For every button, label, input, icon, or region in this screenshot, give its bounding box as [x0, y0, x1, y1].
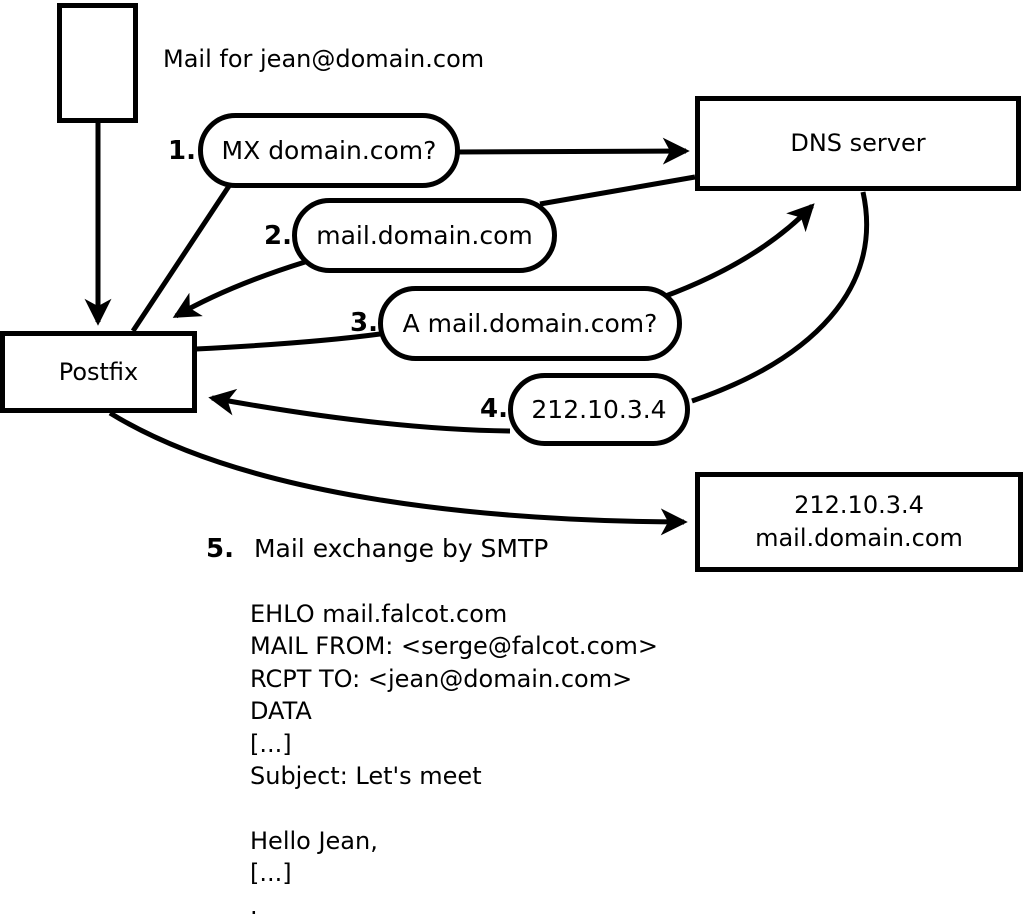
- step-4-number: 4.: [480, 394, 508, 424]
- step-1-query-label: MX domain.com?: [221, 136, 437, 165]
- smtp-line: [250, 792, 658, 824]
- step-2-number: 2.: [264, 221, 292, 251]
- diagram-title: Mail for jean@domain.com: [163, 45, 485, 73]
- line-dns-to-mx-answer: [539, 174, 696, 207]
- mail-message-icon: [57, 3, 138, 123]
- dns-server-node: DNS server: [695, 96, 1021, 191]
- step-2-answer-label: mail.domain.com: [316, 221, 533, 250]
- arrow-mx-answer-to-postfix: [172, 259, 306, 319]
- step-3-query-pill: A mail.domain.com?: [378, 286, 682, 361]
- arrow-a-answer-to-postfix: [208, 388, 511, 434]
- destination-ip-label: 212.10.3.4: [794, 491, 924, 519]
- smtp-line: MAIL FROM: <serge@falcot.com>: [250, 632, 658, 661]
- step-4-answer-label: 212.10.3.4: [531, 395, 667, 424]
- smtp-session-transcript: EHLO mail.falcot.com MAIL FROM: <serge@f…: [250, 598, 658, 919]
- step-3-query-label: A mail.domain.com?: [402, 309, 658, 338]
- arrow-a-query-to-dns: [662, 203, 815, 300]
- line-postfix-to-a-query: [195, 331, 381, 352]
- smtp-line: DATA: [250, 697, 312, 726]
- smtp-line: Hello Jean,: [250, 826, 378, 855]
- destination-mailserver-node: 212.10.3.4 mail.domain.com: [695, 472, 1023, 572]
- smtp-line: [...]: [250, 859, 292, 888]
- smtp-line: .: [250, 891, 258, 919]
- smtp-line: Subject: Let's meet: [250, 761, 482, 790]
- smtp-line: [...]: [250, 729, 292, 758]
- line-postfix-to-mx-query: [130, 181, 234, 333]
- arrow-query-mx-to-dns: [454, 137, 690, 165]
- postfix-node-label: Postfix: [58, 357, 139, 386]
- arrow-postfix-to-mailserver: [108, 410, 688, 536]
- line-dns-to-a-answer: [691, 191, 870, 404]
- step-3-number: 3.: [350, 308, 378, 338]
- postfix-node: Postfix: [0, 331, 197, 413]
- step-1-query-pill: MX domain.com?: [198, 113, 460, 188]
- step-4-answer-pill: 212.10.3.4: [508, 373, 690, 446]
- step-1-number: 1.: [168, 136, 196, 166]
- dns-server-label: DNS server: [790, 129, 926, 157]
- step-5-label: Mail exchange by SMTP: [253, 534, 549, 563]
- step-5-caption: 5. Mail exchange by SMTP: [206, 534, 548, 564]
- step-2-answer-pill: mail.domain.com: [292, 198, 557, 273]
- smtp-line: EHLO mail.falcot.com: [250, 600, 508, 628]
- smtp-line: RCPT TO: <jean@domain.com>: [250, 664, 633, 693]
- destination-host-label: mail.domain.com: [755, 524, 963, 552]
- step-5-number: 5.: [206, 534, 234, 564]
